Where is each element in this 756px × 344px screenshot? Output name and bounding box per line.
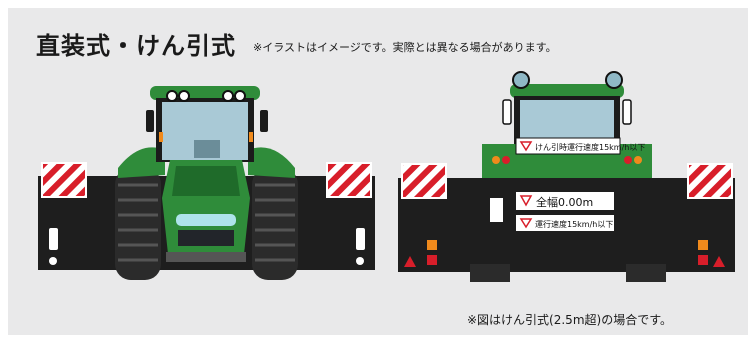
rear-lamp [502, 156, 510, 164]
front-work-light [222, 90, 234, 102]
rear-mirror-left [502, 99, 512, 125]
rear-sign-speed: 運行速度15km/h以下 [535, 219, 613, 229]
rear-red-lamp-right [698, 255, 708, 265]
front-warning-plate-left [41, 162, 87, 198]
rear-warning-plate-left [401, 163, 447, 199]
rear-marker-plate [490, 198, 503, 222]
rear-sign-width-bg [516, 192, 614, 210]
front-marker-light-left [49, 228, 58, 250]
rear-sign-top-bg [515, 137, 621, 155]
rear-sign-speed-bg [516, 215, 614, 231]
rear-amber-lamp-right [698, 240, 708, 250]
rear-lamp [492, 156, 500, 164]
disclaimer-note: ※イラストはイメージです。実際とは異なる場合があります。 [253, 41, 557, 54]
front-turn-signal-right [249, 132, 253, 142]
front-fender-left [118, 147, 165, 178]
front-warning-plate-right [326, 162, 372, 198]
rear-sign-top: けん引時運行速度15km/h以下 [535, 142, 645, 152]
front-work-light [234, 90, 246, 102]
rear-lamp [634, 156, 642, 164]
rear-warning-plate-right [687, 163, 733, 199]
front-marker-light-right [356, 228, 365, 250]
rear-cab-roof [510, 84, 624, 98]
rear-tire-right [626, 264, 666, 282]
warning-triangle-icon [713, 256, 725, 267]
front-tire-left [115, 168, 161, 280]
rear-red-lamp-left [427, 255, 437, 265]
rear-work-light-right [605, 71, 623, 89]
rear-mirror-right [622, 99, 632, 125]
rear-amber-lamp-left [427, 240, 437, 250]
front-mirror-left [146, 110, 154, 132]
rear-work-light-left [512, 71, 530, 89]
front-tire-right [252, 168, 298, 280]
front-turn-signal-left [159, 132, 163, 142]
front-grille [178, 230, 234, 246]
page-title: 直装式・けん引式 [36, 32, 236, 60]
front-marker-dot-right [356, 257, 364, 265]
warning-triangle-icon [404, 256, 416, 267]
front-bumper [166, 252, 246, 262]
rear-lamp [624, 156, 632, 164]
front-seat [194, 140, 220, 158]
warning-triangle-icon [519, 195, 533, 207]
front-marker-dot-left [49, 257, 57, 265]
footnote: ※図はけん引式(2.5m超)の場合です。 [467, 313, 672, 327]
front-hood-shade [172, 166, 240, 196]
front-work-light [178, 90, 190, 102]
rear-sign-width: 全幅0.00m [536, 195, 593, 209]
warning-triangle-icon [519, 218, 533, 229]
front-work-light [166, 90, 178, 102]
rear-view-tractor: けん引時運行速度15km/h以下 全幅0.00m 運行速度15km/h以下 [398, 71, 735, 282]
front-mirror-right [260, 110, 268, 132]
front-fender-right [248, 147, 295, 178]
warning-triangle-icon [519, 141, 533, 152]
rear-tire-left [470, 264, 510, 282]
front-view-tractor [38, 86, 375, 280]
front-headlights [176, 214, 236, 226]
